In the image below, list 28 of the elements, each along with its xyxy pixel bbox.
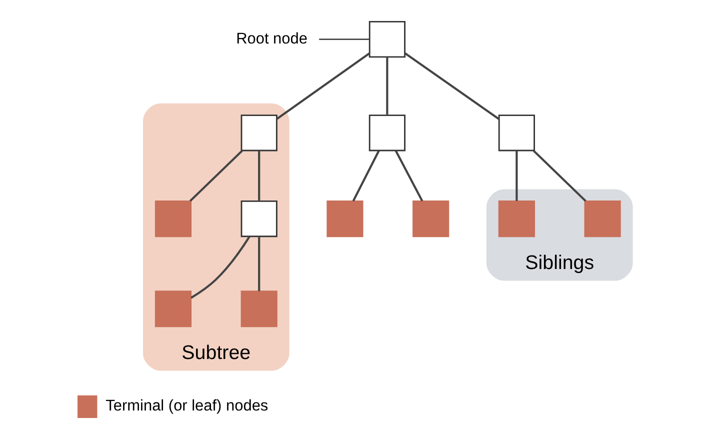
connector xyxy=(258,150,260,201)
connector xyxy=(319,38,370,40)
node-box xyxy=(368,21,406,58)
node-box xyxy=(498,200,535,238)
connector xyxy=(516,150,518,201)
connector xyxy=(386,56,388,115)
node-box xyxy=(498,114,535,152)
connector xyxy=(394,150,424,202)
node-box xyxy=(240,114,278,152)
cluster: Siblings xyxy=(486,189,633,281)
connector xyxy=(258,236,260,292)
node-box xyxy=(412,200,450,238)
connector xyxy=(190,236,250,299)
node-box xyxy=(240,200,278,238)
connector xyxy=(276,52,370,120)
node-box xyxy=(326,200,364,238)
cluster: Subtree xyxy=(142,103,290,371)
connector xyxy=(532,150,586,202)
node-text: Root node xyxy=(236,30,308,48)
node-box xyxy=(368,114,406,152)
node-box xyxy=(154,200,192,238)
connector xyxy=(189,150,243,202)
node-box xyxy=(584,200,621,238)
connector xyxy=(352,150,380,202)
node-box xyxy=(154,290,192,328)
legend-label: Terminal (or leaf) nodes xyxy=(106,398,268,415)
connector xyxy=(404,52,500,120)
node-box xyxy=(240,290,278,328)
